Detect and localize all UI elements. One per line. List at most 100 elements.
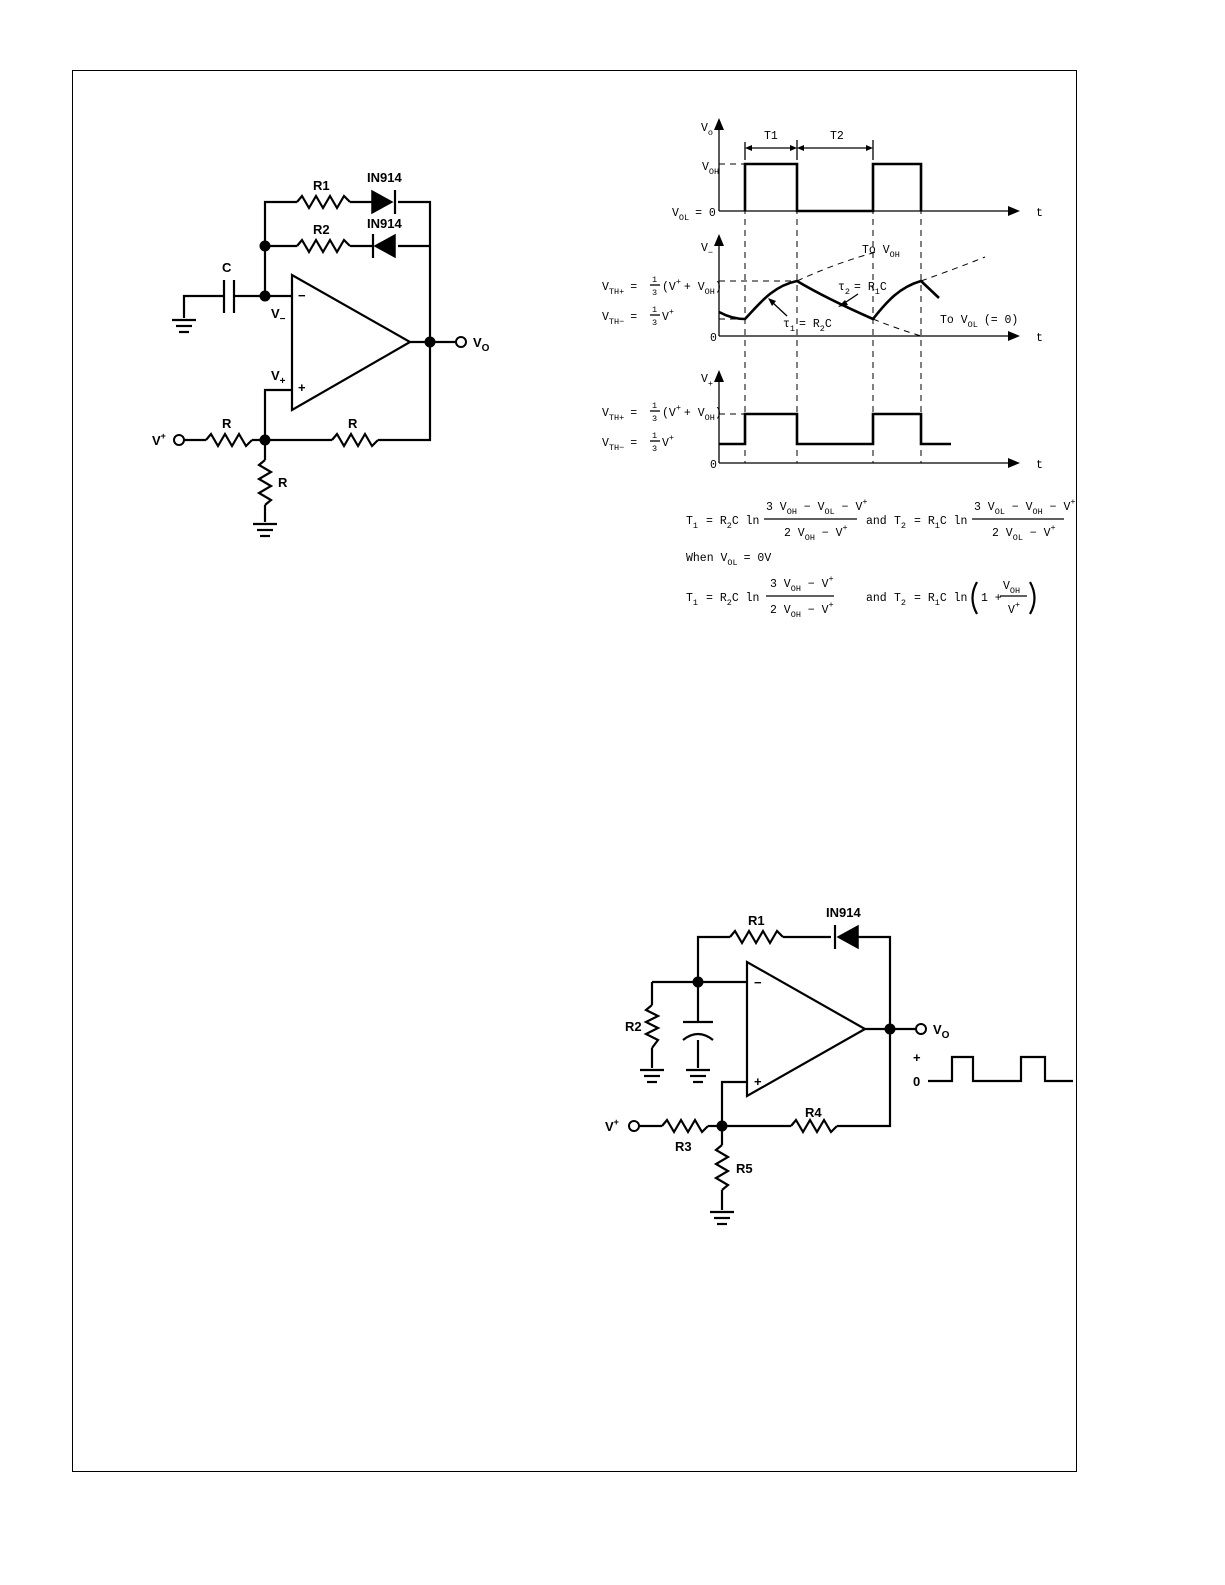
svg-text:3: 3 (652, 288, 657, 298)
output-wave-icon (928, 1055, 1073, 1083)
r-bottom-label: R (278, 475, 288, 490)
svg-text:V+: V+ (662, 307, 674, 324)
zero-label-1: 0 (710, 332, 717, 345)
t1-simplified-denominator: 2 VOH − V+ (770, 600, 834, 620)
vsupply-label: V+ (152, 431, 166, 448)
tau2-label: τ2= R1C (838, 281, 887, 297)
capacitor-c (182, 280, 238, 318)
wave-zero-label: 0 (913, 1074, 920, 1089)
resistor-r2 (296, 237, 351, 255)
vth-minus-label-1: VTH−= 1 3 V+ (602, 305, 674, 328)
to-vol-label: To VOL(= 0) (940, 314, 1018, 330)
tau1-pointer (771, 301, 788, 317)
circuit-2: − + R1 IN914 R2 (605, 905, 1073, 1226)
ground-icon (640, 1068, 664, 1084)
t2-simplified-numerator: VOH (1003, 580, 1020, 596)
arrow-up-icon (714, 370, 724, 382)
vo-waveform (743, 162, 923, 213)
opamp-2-plus: + (754, 1074, 762, 1089)
output-terminal-2 (915, 1023, 927, 1035)
r3-label: R3 (675, 1139, 692, 1154)
t1-label: T1 (764, 130, 778, 143)
opamp-2-minus: − (754, 975, 762, 990)
r1-label: R1 (313, 178, 330, 193)
t2-numerator: 3 VOL − VOH − V+ (974, 497, 1075, 517)
vminus-waveform (718, 279, 940, 321)
vplus-axis-label: V+ (701, 373, 713, 389)
vminus-axis-label: V− (701, 242, 713, 258)
cap-label: C (222, 260, 232, 275)
r4-label: R4 (805, 1105, 822, 1120)
resistor-r3 (661, 1117, 709, 1135)
vplus-label: V+ (271, 368, 286, 387)
t-label-2: t (1036, 332, 1043, 345)
svg-text:3: 3 (652, 318, 657, 328)
svg-text:VTH−=: VTH−= (602, 437, 637, 453)
paren-left (971, 581, 978, 615)
noninverting-wire-2 (720, 1080, 747, 1126)
vsupply-terminal-2 (628, 1120, 640, 1132)
diode-2-label: IN914 (367, 216, 402, 231)
tau1-label: τ1= R2C (783, 318, 832, 334)
arrow-right-icon (1008, 206, 1020, 216)
output-terminal (455, 336, 467, 348)
voh-label: VOH (702, 161, 719, 177)
arrow-right-icon (1008, 458, 1020, 468)
arrow-up-icon (714, 118, 724, 130)
resistor-r1 (296, 193, 351, 211)
resistor-r-right (331, 431, 379, 449)
opamp-1-plus: + (298, 380, 306, 395)
t1-numerator: 3 VOH − VOL − V+ (766, 497, 867, 517)
r2-label: R2 (313, 222, 330, 237)
ground-icon (253, 522, 277, 538)
and-1: and (866, 515, 887, 528)
svg-text:3: 3 (652, 444, 657, 454)
diode-1 (371, 189, 397, 215)
r5-label: R5 (736, 1161, 753, 1176)
and-2: and (866, 592, 887, 605)
t2-simplified-lhs: T2= R1C ln (894, 592, 967, 608)
vth-minus-label-2: VTH−= 1 3 V+ (602, 431, 674, 454)
vplus-waveform (719, 412, 951, 446)
resistor-r1-2 (729, 928, 784, 946)
svg-text:1: 1 (652, 305, 657, 315)
asymptote-vol (872, 318, 922, 337)
diode-3 (833, 924, 859, 950)
wave-plus-label: + (913, 1050, 921, 1065)
page-frame (72, 70, 1077, 1472)
noninverting-wire (263, 388, 292, 440)
t2-lhs: T2= R1C ln (894, 515, 967, 531)
arrow-up-icon (714, 234, 724, 246)
asymptote-voh (796, 251, 986, 282)
vo-2-label: VO (933, 1022, 950, 1041)
svg-text:1: 1 (652, 431, 657, 441)
diode-3-label: IN914 (826, 905, 861, 920)
svg-text:VTH−=: VTH−= (602, 311, 637, 327)
timing-diagram: Vo VOH VOL= 0 t T1 T2 V− t 0 To VOH VTH (602, 118, 1043, 472)
svg-text:(V++ VOH): (V++ VOH) (662, 277, 722, 297)
feedback-wire-top (263, 200, 432, 342)
opamp-1 (290, 273, 413, 412)
vol-label: VOL= 0 (672, 207, 716, 223)
vminus-label: V− (271, 306, 286, 325)
junction-dot (259, 240, 271, 252)
resistor-r2-2 (643, 1004, 661, 1049)
resistor-r5 (713, 1144, 731, 1191)
svg-text:1: 1 (652, 401, 657, 411)
r-left-label: R (222, 416, 232, 431)
divider-wires (184, 342, 432, 442)
resistor-r4 (790, 1117, 838, 1135)
ground-icon (686, 1068, 710, 1084)
zero-label-2: 0 (710, 459, 717, 472)
resistor-r-left (205, 431, 253, 449)
opamp-1-minus: − (298, 288, 306, 303)
ground-icon (172, 318, 196, 334)
svg-text:1: 1 (652, 275, 657, 285)
vsupply-terminal (173, 434, 185, 446)
t2-label: T2 (830, 130, 844, 143)
t1-simplified-lhs: T1= R2C ln (686, 592, 759, 608)
diode-1-label: IN914 (367, 170, 402, 185)
when-vol-label: When VOL= 0V (686, 552, 771, 568)
t-label-1: t (1036, 207, 1043, 220)
r-right-label: R (348, 416, 358, 431)
